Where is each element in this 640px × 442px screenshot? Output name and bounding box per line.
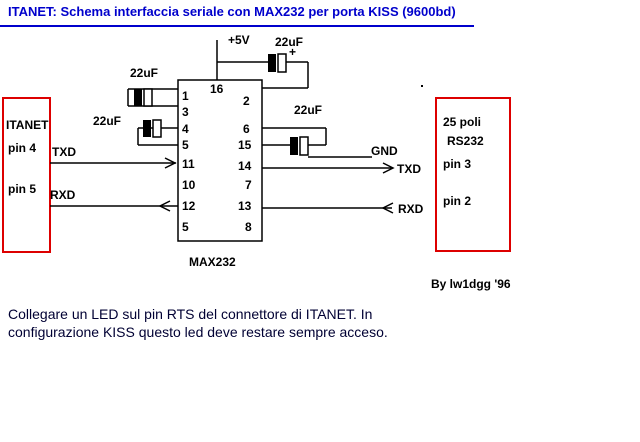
txd-out-arrow bbox=[382, 162, 395, 174]
cap13-value: 22uF bbox=[130, 66, 158, 80]
pin-4: 4 bbox=[182, 122, 189, 136]
note-paragraph: Collegare un LED sul pin RTS del connett… bbox=[8, 305, 468, 341]
pin-14: 14 bbox=[238, 159, 252, 173]
max232-chip bbox=[177, 79, 263, 242]
itanet-connector-box bbox=[2, 97, 51, 253]
rs232-line2: RS232 bbox=[447, 134, 484, 148]
rs232-pin3: pin 3 bbox=[443, 157, 471, 171]
cap-top-polarity: + bbox=[289, 45, 296, 59]
txd-in-arrow bbox=[164, 157, 177, 169]
pin-2: 2 bbox=[243, 94, 250, 108]
rxd-out-arrow bbox=[158, 200, 171, 212]
pin-16: 16 bbox=[210, 82, 224, 96]
pin-3: 3 bbox=[182, 105, 189, 119]
cap45-plate-left bbox=[143, 120, 151, 137]
pin-7: 7 bbox=[245, 178, 252, 192]
gnd-label: GND bbox=[371, 144, 398, 158]
rxd-in-label: RXD bbox=[398, 202, 424, 216]
note-line-2: configurazione KISS questo led deve rest… bbox=[8, 324, 388, 340]
pin-15: 15 bbox=[238, 138, 252, 152]
note-line-1: Collegare un LED sul pin RTS del connett… bbox=[8, 306, 373, 322]
title-underline bbox=[0, 25, 474, 27]
itanet-name: ITANET bbox=[6, 118, 49, 132]
pin-12: 12 bbox=[182, 199, 196, 213]
max232-schematic: +5V 22uF + 16 1 3 4 5 11 10 12 5 2 6 15 … bbox=[2, 33, 511, 291]
cap45-plate-right bbox=[152, 119, 162, 138]
cap615-plate-left bbox=[290, 137, 298, 155]
pin-13: 13 bbox=[238, 199, 252, 213]
rxd-out-label: RXD bbox=[50, 188, 76, 202]
rxd-in-arrow bbox=[381, 202, 394, 214]
cap13-plate-right bbox=[143, 88, 153, 107]
txd-out-label: TXD bbox=[397, 162, 421, 176]
cap615-value: 22uF bbox=[294, 103, 322, 117]
cap13-plate-left bbox=[134, 89, 142, 106]
stray-dot bbox=[421, 85, 423, 87]
cap-top-value: 22uF bbox=[275, 35, 303, 49]
pin-10: 10 bbox=[182, 178, 196, 192]
page-title: ITANET: Schema interfaccia seriale con M… bbox=[8, 4, 456, 19]
pin-6: 6 bbox=[243, 122, 250, 136]
rs232-line1: 25 poli bbox=[443, 115, 481, 129]
power-label: +5V bbox=[228, 33, 250, 47]
cap-top-plate-right bbox=[277, 53, 287, 73]
cap45-value: 22uF bbox=[93, 114, 121, 128]
pin-5: 5 bbox=[182, 138, 189, 152]
rs232-pin2: pin 2 bbox=[443, 194, 471, 208]
pin-11: 11 bbox=[182, 157, 195, 171]
txd-in-label: TXD bbox=[52, 145, 76, 159]
cap615-plate-right bbox=[299, 136, 309, 156]
itanet-pin5: pin 5 bbox=[8, 182, 36, 196]
rs232-connector-box bbox=[435, 97, 511, 252]
pin-5-gnd: 5 bbox=[182, 220, 189, 234]
cap-top-plate-left bbox=[268, 54, 276, 72]
chip-name: MAX232 bbox=[189, 255, 236, 269]
pin-1: 1 bbox=[182, 89, 189, 103]
author-credit: By lw1dgg '96 bbox=[431, 277, 511, 291]
pin-8: 8 bbox=[245, 220, 252, 234]
itanet-pin4: pin 4 bbox=[8, 141, 36, 155]
